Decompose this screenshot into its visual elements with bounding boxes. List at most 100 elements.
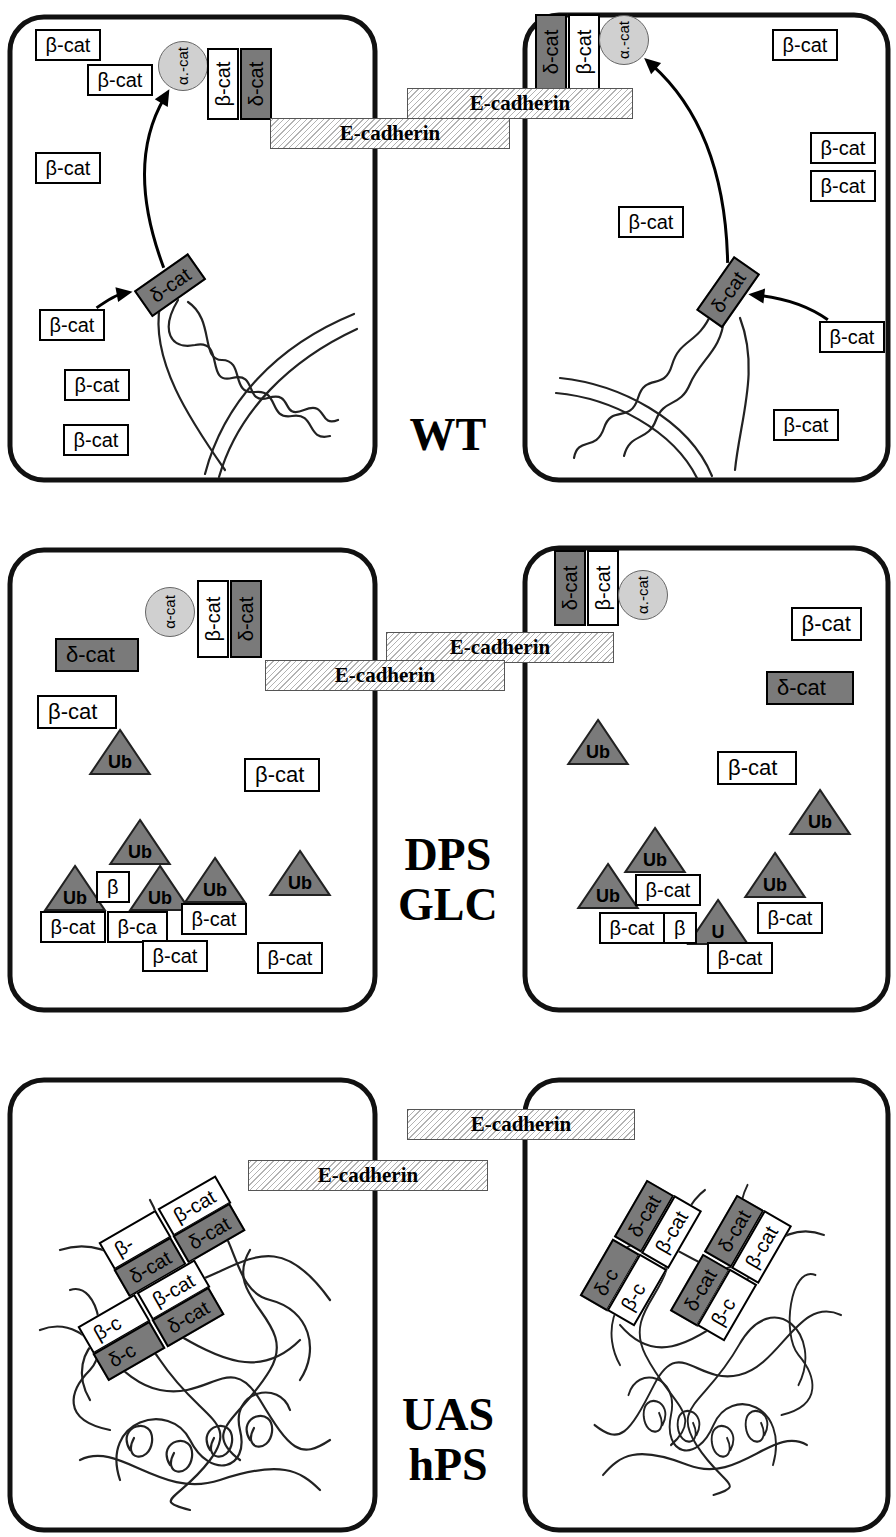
- node-text: α.-cat: [615, 21, 633, 59]
- ubiquitin-triangle: Ub: [109, 819, 171, 865]
- chromatin-tangle: [40, 1200, 330, 1510]
- connector-line: [758, 295, 828, 319]
- protein-circle: α.-cat: [158, 41, 208, 91]
- node-text: β-cat: [728, 755, 777, 780]
- nuclear-envelope: [560, 378, 712, 476]
- protein-box-dark: δ-cat: [535, 14, 567, 90]
- cadherin-bar: E-cadherin: [407, 1109, 635, 1140]
- node-text: E-cadherin: [470, 91, 570, 115]
- dna-strand: [158, 305, 225, 470]
- protein-box: β-cat: [773, 409, 840, 441]
- node-text: Ub: [288, 873, 312, 895]
- cell-outline: [10, 550, 375, 1010]
- node-text: α.-cat: [634, 576, 652, 614]
- connector-line: [145, 98, 165, 268]
- node-text: α-cat: [161, 595, 179, 629]
- protein-box: β-cat: [757, 902, 824, 934]
- node-text: Ub: [108, 752, 132, 774]
- cadherin-bar: E-cadherin: [248, 1160, 488, 1191]
- panel-label: WT: [410, 410, 487, 461]
- protein-box: β-cat: [37, 695, 117, 729]
- protein-box-dark: δ-cat: [134, 253, 207, 317]
- node-text: δ-cat: [540, 30, 562, 74]
- connector-arrow: [145, 89, 170, 267]
- node-text: β-cat: [202, 597, 224, 642]
- panel-label: DPS GLC: [398, 830, 498, 931]
- node-text: Ub: [148, 888, 172, 910]
- chromatin-tangle: [595, 1185, 842, 1495]
- node-text: β-cat: [48, 699, 97, 724]
- chromatin: [158, 300, 748, 478]
- nuclear-envelope: [219, 329, 357, 477]
- node-text: β-cat: [629, 211, 674, 233]
- node-text: β-cat: [46, 34, 91, 56]
- protein-circle: α.-cat: [599, 15, 649, 65]
- triangle-outline: [578, 864, 638, 908]
- cell-outline: [525, 548, 888, 1010]
- node-text: Ub: [643, 850, 667, 872]
- cell-outline: [10, 17, 375, 480]
- node-text: β-cat: [821, 175, 866, 197]
- cadherin-bar: E-cadherin: [270, 118, 510, 149]
- protein-box: β-cat: [142, 940, 209, 972]
- node-text: β-cat: [75, 374, 120, 396]
- protein-box: β-cat: [810, 170, 877, 202]
- node-text: δ-c: [104, 1339, 139, 1372]
- node-text: E-cadherin: [318, 1163, 418, 1187]
- protein-circle: α-cat: [145, 587, 195, 637]
- node-text: α.-cat: [174, 47, 192, 85]
- node-text: β-ca: [118, 916, 157, 938]
- node-text: Ub: [763, 875, 787, 897]
- ubiquitin-triangle: Ub: [184, 857, 246, 903]
- node-text: E-cadherin: [450, 635, 550, 659]
- protein-box: β-cat: [64, 369, 131, 401]
- node-text: Ub: [203, 880, 227, 902]
- triangle-outline: [688, 900, 748, 944]
- connector-arrow: [97, 287, 133, 308]
- protein-box-dark: δ-cat: [766, 671, 854, 705]
- protein-box: β-cat: [39, 309, 106, 341]
- protein-box: β-cat: [791, 607, 862, 641]
- arrowhead: [115, 287, 132, 302]
- node-text: E-cadherin: [340, 121, 440, 145]
- node-text: δ-cat: [245, 62, 267, 106]
- protein-box: β-cat: [772, 29, 839, 61]
- node-text: E-cadherin: [471, 1112, 571, 1136]
- triangle-outline: [625, 828, 685, 872]
- protein-box: β: [96, 871, 130, 903]
- node-text: β-cat: [821, 137, 866, 159]
- node-text: β: [107, 876, 119, 898]
- node-text: U: [712, 922, 725, 944]
- node-text: Ub: [128, 842, 152, 864]
- protein-box: β-cat: [568, 14, 600, 90]
- connector-arrow: [748, 289, 827, 320]
- node-text: δ-cat: [559, 566, 581, 610]
- protein-box: β-cat: [257, 942, 324, 974]
- protein-box: β-cat: [717, 751, 797, 785]
- protein-box-dark: δ-cat: [696, 256, 760, 329]
- nuclear-envelope: [205, 314, 354, 474]
- node-text: β-cat: [51, 916, 96, 938]
- ubiquitin-triangle: Ub: [744, 852, 806, 898]
- protein-box: β-cat: [599, 912, 666, 944]
- dna-coil: [127, 1416, 273, 1472]
- node-text: β-cat: [610, 917, 655, 939]
- cell-outline: [525, 15, 888, 480]
- node-text: β-c: [616, 1279, 649, 1314]
- node-text: δ-cat: [66, 642, 115, 667]
- ubiquitin-triangle: Ub: [789, 789, 851, 835]
- triangle-outline: [110, 820, 170, 864]
- node-text: β-cat: [573, 30, 595, 75]
- dna-strand: [116, 1393, 290, 1480]
- triangle-outline: [745, 853, 805, 897]
- protein-box: β-cat: [181, 903, 248, 935]
- protein-box: β-cat: [707, 942, 774, 974]
- panel-label: UAS hPS: [402, 1390, 494, 1491]
- node-text: β-cat: [802, 611, 851, 636]
- protein-box: β-cat: [635, 874, 702, 906]
- triangle-outline: [790, 790, 850, 834]
- ubiquitin-triangle: Ub: [89, 729, 151, 775]
- node-text: β-cat: [46, 157, 91, 179]
- node-text: β-cat: [268, 947, 313, 969]
